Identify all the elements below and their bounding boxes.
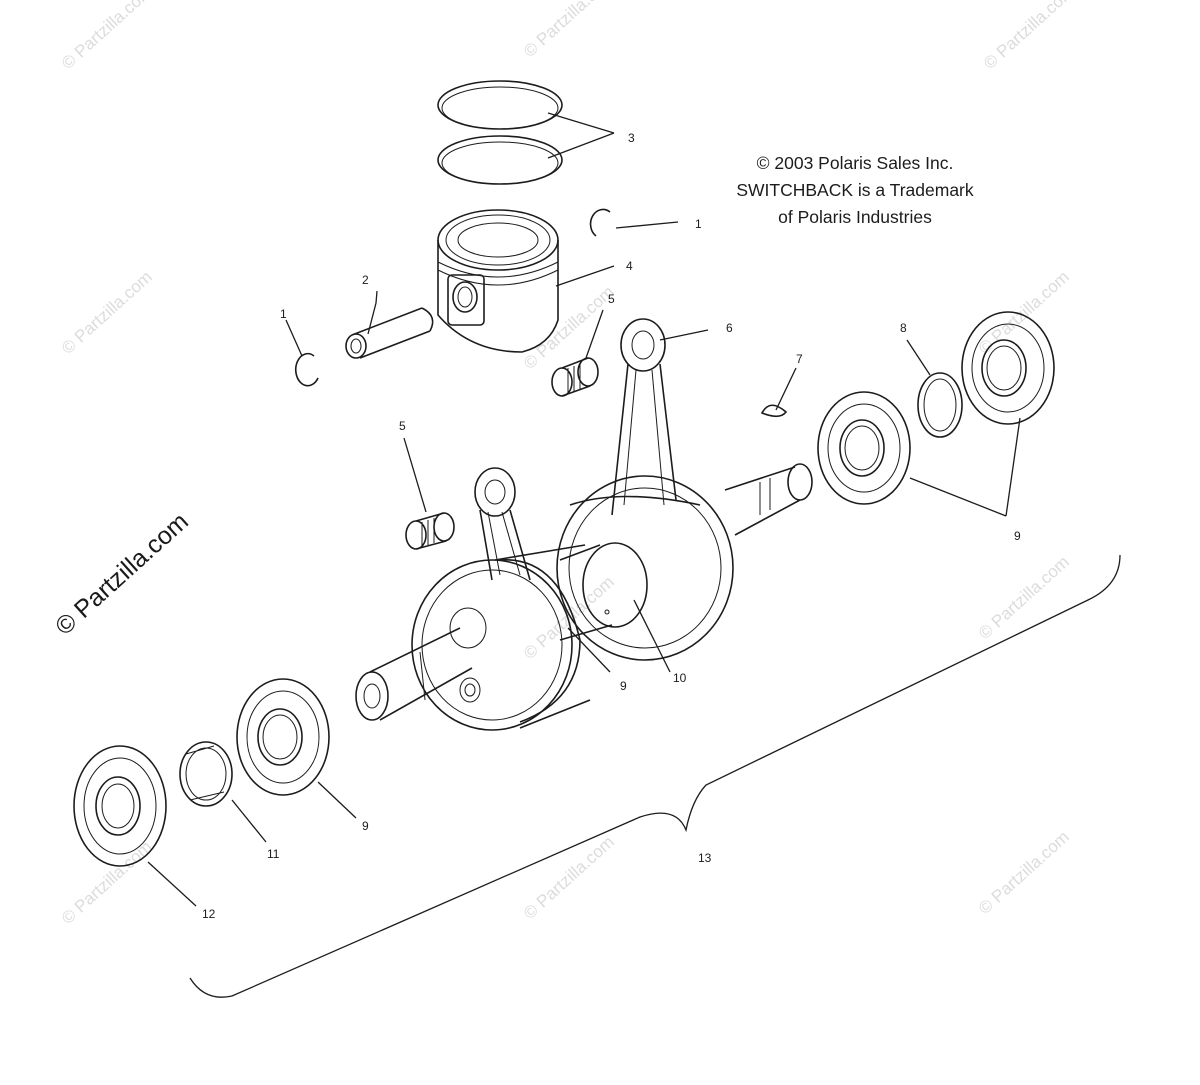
watermark-text: © Partzilla.com [520, 0, 618, 61]
callout-label: 6 [726, 321, 733, 335]
callout-label: 9 [362, 819, 369, 833]
callout-label: 4 [626, 259, 633, 273]
oil-seal [73, 745, 167, 867]
callout-label: 8 [900, 321, 907, 335]
watermark-text: © Partzilla.com [58, 267, 156, 358]
shim-ring [917, 372, 963, 438]
main-bearing-right-inner [817, 391, 911, 505]
watermark-text: © Partzilla.com [975, 552, 1073, 643]
leader-lines [147, 112, 1021, 907]
copyright-line: © 2003 Polaris Sales Inc. [756, 153, 954, 173]
watermark-text: © Partzilla.com [520, 832, 618, 923]
callout-label: 13 [698, 851, 712, 865]
piston [437, 209, 559, 353]
watermark-text: © Partzilla.com [975, 827, 1073, 918]
callout-label: 5 [608, 292, 615, 306]
callout-label: 1 [280, 307, 287, 321]
callout-label: 5 [399, 419, 406, 433]
watermark-text: © Partzilla.com [980, 0, 1078, 73]
callout-label: 1 [695, 217, 702, 231]
trademark-owner-line: of Polaris Industries [778, 207, 932, 227]
spacer-ring [179, 741, 233, 807]
watermark-text: © Partzilla.com [58, 0, 156, 73]
needle-bearing-lower [405, 512, 455, 550]
woodruff-key [760, 404, 788, 418]
callout-label: 12 [202, 907, 216, 921]
needle-bearing-upper [551, 357, 599, 397]
wrist-pin [345, 307, 434, 359]
main-bearing-left [236, 678, 330, 796]
trademark-line: SWITCHBACK is a Trademark [736, 180, 974, 200]
callout-label: 9 [1014, 529, 1021, 543]
assembly-bracket [189, 554, 1121, 998]
copyright-notice: © 2003 Polaris Sales Inc. SWITCHBACK is … [690, 150, 1020, 231]
callout-label: 9 [620, 679, 627, 693]
connecting-rod-upper [611, 318, 677, 516]
watermark-text: © Partzilla.com [975, 267, 1073, 358]
callout-label: 3 [628, 131, 635, 145]
watermark-layer: © Partzilla.com © Partzilla.com © Partzi… [58, 0, 1078, 928]
watermark-text: © Partzilla.com [520, 282, 618, 373]
circlips [294, 208, 611, 387]
callout-label: 2 [362, 273, 369, 287]
callout-label: 7 [796, 352, 803, 366]
connecting-rod-lower [474, 467, 531, 581]
callout-label: 10 [673, 671, 687, 685]
callout-labels: 3 1 4 2 1 5 6 7 8 9 5 9 10 9 11 12 13 [202, 131, 1021, 921]
main-bearing-right-outer [961, 311, 1055, 425]
crankshaft [355, 463, 813, 731]
piston-rings [437, 80, 563, 185]
callout-label: 11 [267, 847, 280, 861]
